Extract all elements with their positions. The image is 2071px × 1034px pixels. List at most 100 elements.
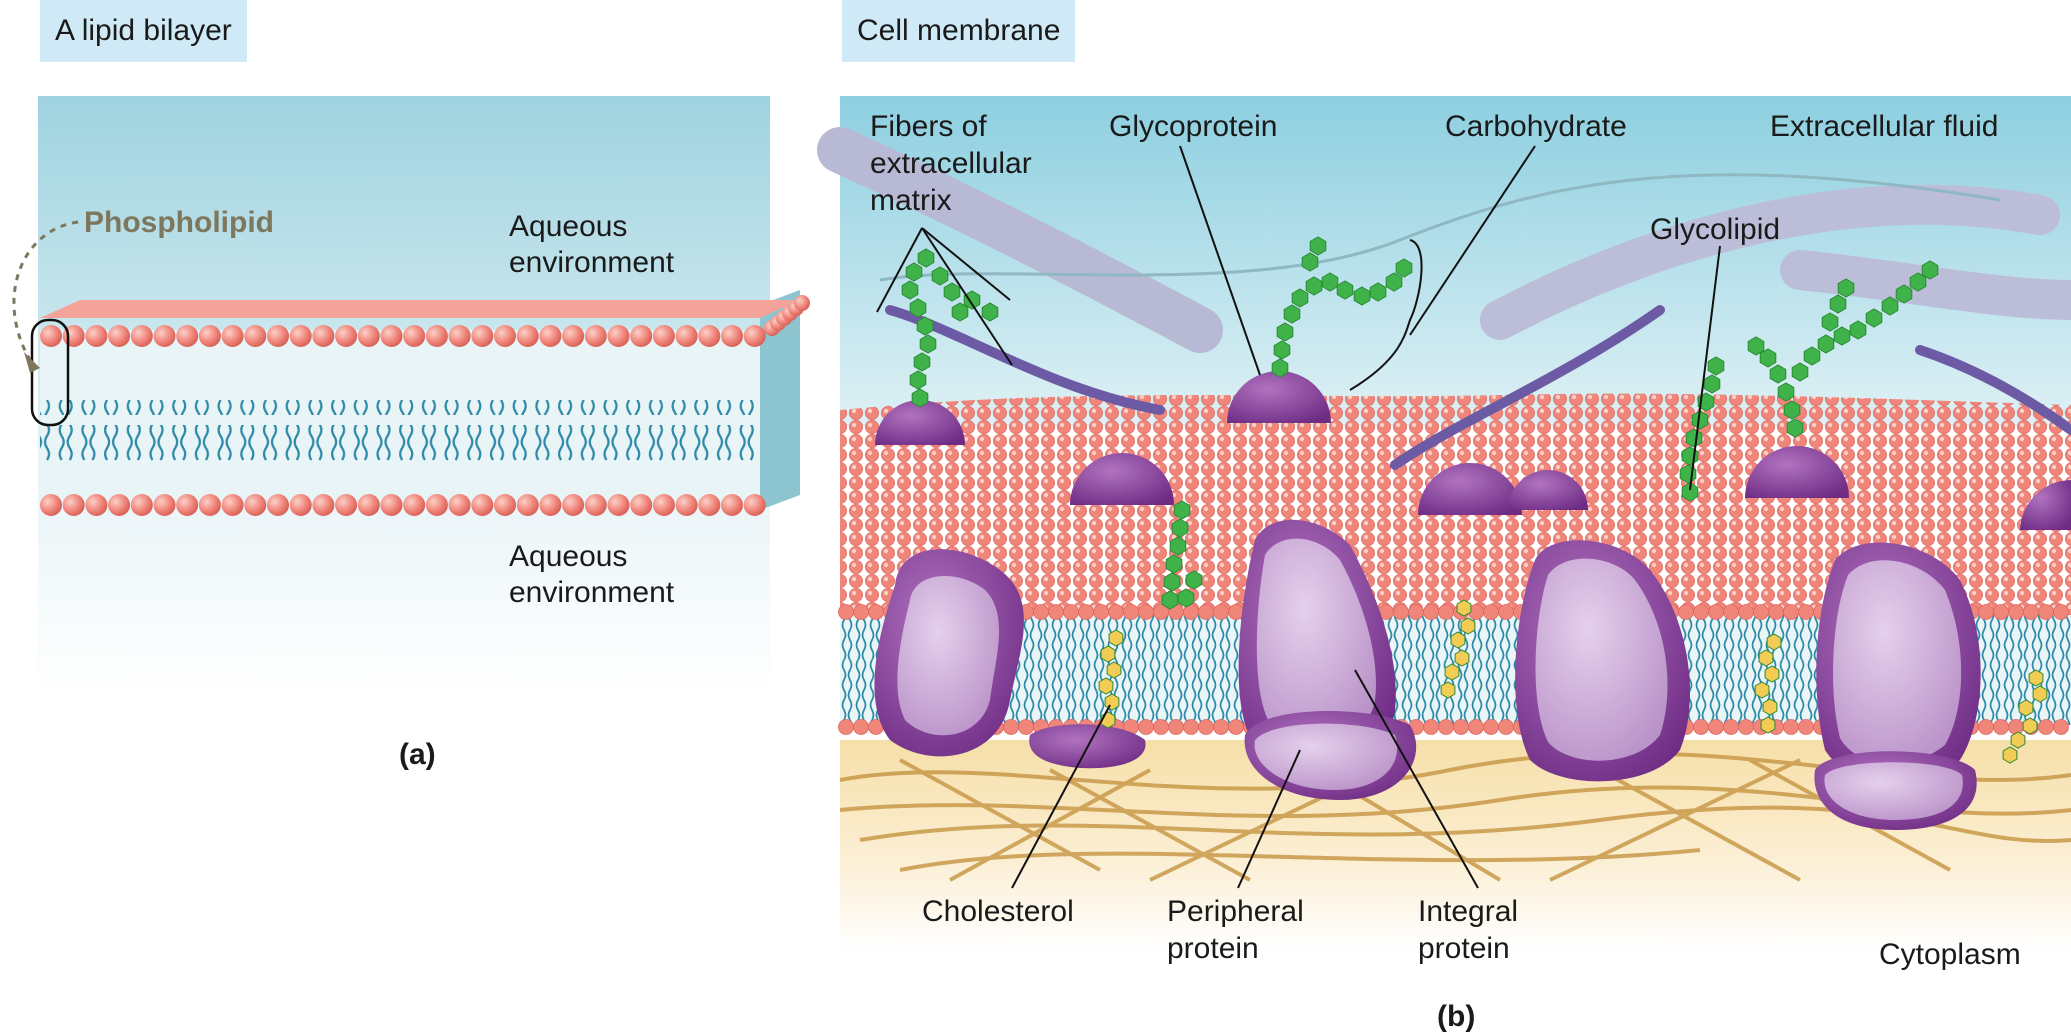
sugar-unit (919, 334, 937, 354)
phospholipid-head (607, 325, 630, 347)
sugar-unit (1777, 382, 1795, 402)
leader-lines (876, 145, 1721, 889)
phospholipid-head (1633, 604, 1649, 620)
phospholipid-head (1513, 604, 1529, 620)
sugar-unit (913, 352, 931, 372)
cholesterol-ring (1444, 663, 1460, 681)
phospholipid-head (1183, 604, 1199, 620)
phospholipid-head (1138, 719, 1154, 735)
phospholipid-head (928, 604, 944, 620)
sugar-unit (1685, 428, 1703, 448)
glycolipid-label: Glycolipid (1650, 213, 1781, 246)
sugar-unit (1161, 590, 1179, 610)
sugar-unit (1185, 570, 1203, 590)
phospholipid-head (1213, 719, 1229, 735)
phospholipid-head (1243, 604, 1259, 620)
phospholipid-head (425, 494, 448, 516)
phospholipid-head (1348, 604, 1364, 620)
integral-protein-label-line2: protein (1418, 932, 1510, 965)
phospholipid-head (1318, 719, 1334, 735)
phospholipid-head (898, 604, 914, 620)
phospholipid-head (1318, 604, 1334, 620)
sugar-unit (1691, 410, 1709, 430)
phospholipid-head (1273, 604, 1289, 620)
phospholipid-head (928, 719, 944, 735)
phospholipid-head (1663, 719, 1679, 735)
panel-a-title: A lipid bilayer (40, 0, 247, 62)
phospholipid-head (721, 325, 743, 347)
phospholipid-head (1528, 604, 1544, 620)
phospholipid-head (1258, 719, 1274, 735)
phospholipid-highlight (30, 318, 70, 427)
phospholipid-head (630, 325, 653, 347)
sugar-unit (1165, 554, 1183, 574)
cholesterol-ring (1100, 645, 1116, 663)
phospholipid-head (652, 494, 675, 516)
phospholipid-heads (40, 295, 810, 516)
phospholipid-head (1903, 719, 1919, 735)
phospholipid-head (1618, 604, 1634, 620)
phospholipid-head (1018, 719, 1034, 735)
phospholipid-head (1498, 719, 1514, 735)
phospholipid-head (1288, 604, 1304, 620)
phospholipid-head (1783, 604, 1799, 620)
sugar-unit (1909, 272, 1927, 292)
phospholipid-head (1198, 719, 1214, 735)
phospholipid-head (675, 325, 698, 347)
phospholipid-head (1153, 604, 1169, 620)
cholesterol-ring (2028, 669, 2044, 687)
sugar-unit (1679, 464, 1697, 484)
phospholipid-head (176, 494, 199, 516)
phospholipid-head (1588, 719, 1604, 735)
cholesterol-ring (1760, 716, 1776, 734)
phospholipid-head (1468, 719, 1484, 735)
tail-region (840, 615, 2071, 725)
sugar-unit (1395, 258, 1413, 278)
phospholipid-head (1888, 604, 1904, 620)
cholesterol-ring (1450, 631, 1466, 649)
phospholipid-head (1753, 604, 1769, 620)
phospholipid-head (1873, 604, 1889, 620)
phospholipid-head (1378, 719, 1394, 735)
sugar-unit (909, 298, 927, 318)
phospholipid-label: Phospholipid (84, 206, 274, 239)
phospholipid-head (244, 494, 267, 516)
bilayer-side (760, 290, 800, 510)
integral-protein-label-line1: Integral (1418, 895, 1519, 928)
phospholipid-head (1873, 719, 1889, 735)
cholesterol-ring (1460, 617, 1476, 635)
sugar-unit (1865, 308, 1883, 328)
phospholipid-head (1123, 719, 1139, 735)
phospholipid-head (698, 494, 721, 516)
sugar-unit (1177, 588, 1195, 608)
phospholipid-head (1933, 719, 1949, 735)
phospholipid-head (1798, 604, 1814, 620)
phospholipid-head (2038, 604, 2054, 620)
phospholipid-head (494, 325, 516, 347)
phospholipid-head (198, 325, 221, 347)
fibers-label-line3: matrix (870, 184, 952, 217)
phospholipid-head (1693, 604, 1709, 620)
integral-proteins (874, 519, 1981, 830)
sugar-unit (1697, 392, 1715, 412)
phospholipid-head (448, 494, 471, 516)
phospholipid-head (913, 604, 929, 620)
phospholipid-head (244, 325, 267, 347)
phospholipid-head (988, 719, 1004, 735)
phospholipid-head (1078, 719, 1094, 735)
peripheral-protein-label-line2: protein (1167, 932, 1259, 965)
phospholipid-head (1558, 719, 1574, 735)
phospholipid-head (1663, 604, 1679, 620)
phospholipid-head (1303, 604, 1319, 620)
sugar-unit (1783, 400, 1801, 420)
cholesterol-ring (2022, 717, 2038, 735)
phospholipid-head (1828, 719, 1844, 735)
phospholipid-head (1213, 604, 1229, 620)
sugar-unit (1881, 296, 1899, 316)
phospholipid-head (1978, 604, 1994, 620)
phospholipid-head (1858, 719, 1874, 735)
phospholipid-head (1003, 604, 1019, 620)
phospholipid-head (1828, 604, 1844, 620)
phospholipid-head (794, 295, 810, 311)
phospholipid-head (1258, 604, 1274, 620)
